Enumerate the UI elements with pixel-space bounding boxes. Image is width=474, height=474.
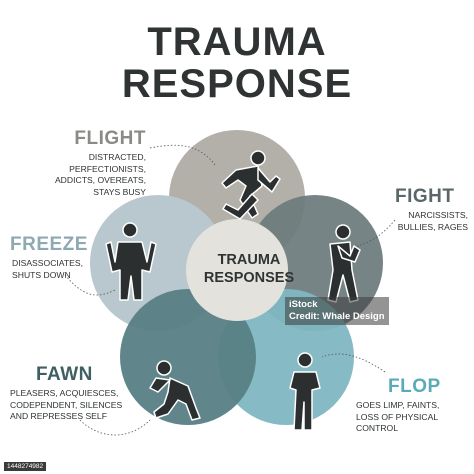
page-title-line-1: TRAUMA [147, 20, 327, 64]
flight-label: FLIGHT [74, 128, 146, 149]
center-circle [186, 219, 288, 321]
watermark-brand: iStock [289, 299, 318, 310]
fawn-label: FAWN [36, 364, 93, 385]
fight-description: NARCISSISTS, BULLIES, RAGES [397, 210, 468, 232]
flop-label: FLOP [388, 376, 441, 397]
limp-person-icon [289, 352, 321, 431]
fawn-leader-line [79, 419, 151, 436]
stock-watermark: iStock Credit: Whale Design [285, 297, 389, 325]
kneeling-person-icon [149, 360, 201, 421]
running-person-icon [221, 150, 281, 220]
fawn-description: PLEASERS, ACQUIESCES, CODEPENDENT, SILEN… [10, 388, 123, 421]
fawn-circle [120, 289, 256, 425]
center-title-line-1: TRAUMA [217, 252, 281, 268]
freeze-leader-line [64, 274, 116, 296]
watermark-credit: Credit: Whale Design [289, 311, 385, 322]
flight-leader-line [149, 144, 216, 166]
frozen-person-icon [105, 222, 157, 301]
center-title-line-2: RESPONSES [203, 270, 295, 286]
freeze-label: FREEZE [10, 234, 88, 255]
flight-description: DISTRACTED, PERFECTIONISTS, ADDICTS, OVE… [54, 152, 146, 197]
fight-label: FIGHT [395, 186, 455, 207]
fighting-stance-person-icon [327, 224, 361, 303]
page-title-line-2: RESPONSE [121, 62, 353, 106]
freeze-description: DISASSOCIATES, SHUTS DOWN [12, 258, 83, 280]
flop-leader-line [321, 353, 386, 373]
flop-description: GOES LIMP, FAINTS, LOSS OF PHYSICAL CONT… [356, 400, 440, 433]
stock-id-badge: 1448274982 [4, 462, 47, 471]
